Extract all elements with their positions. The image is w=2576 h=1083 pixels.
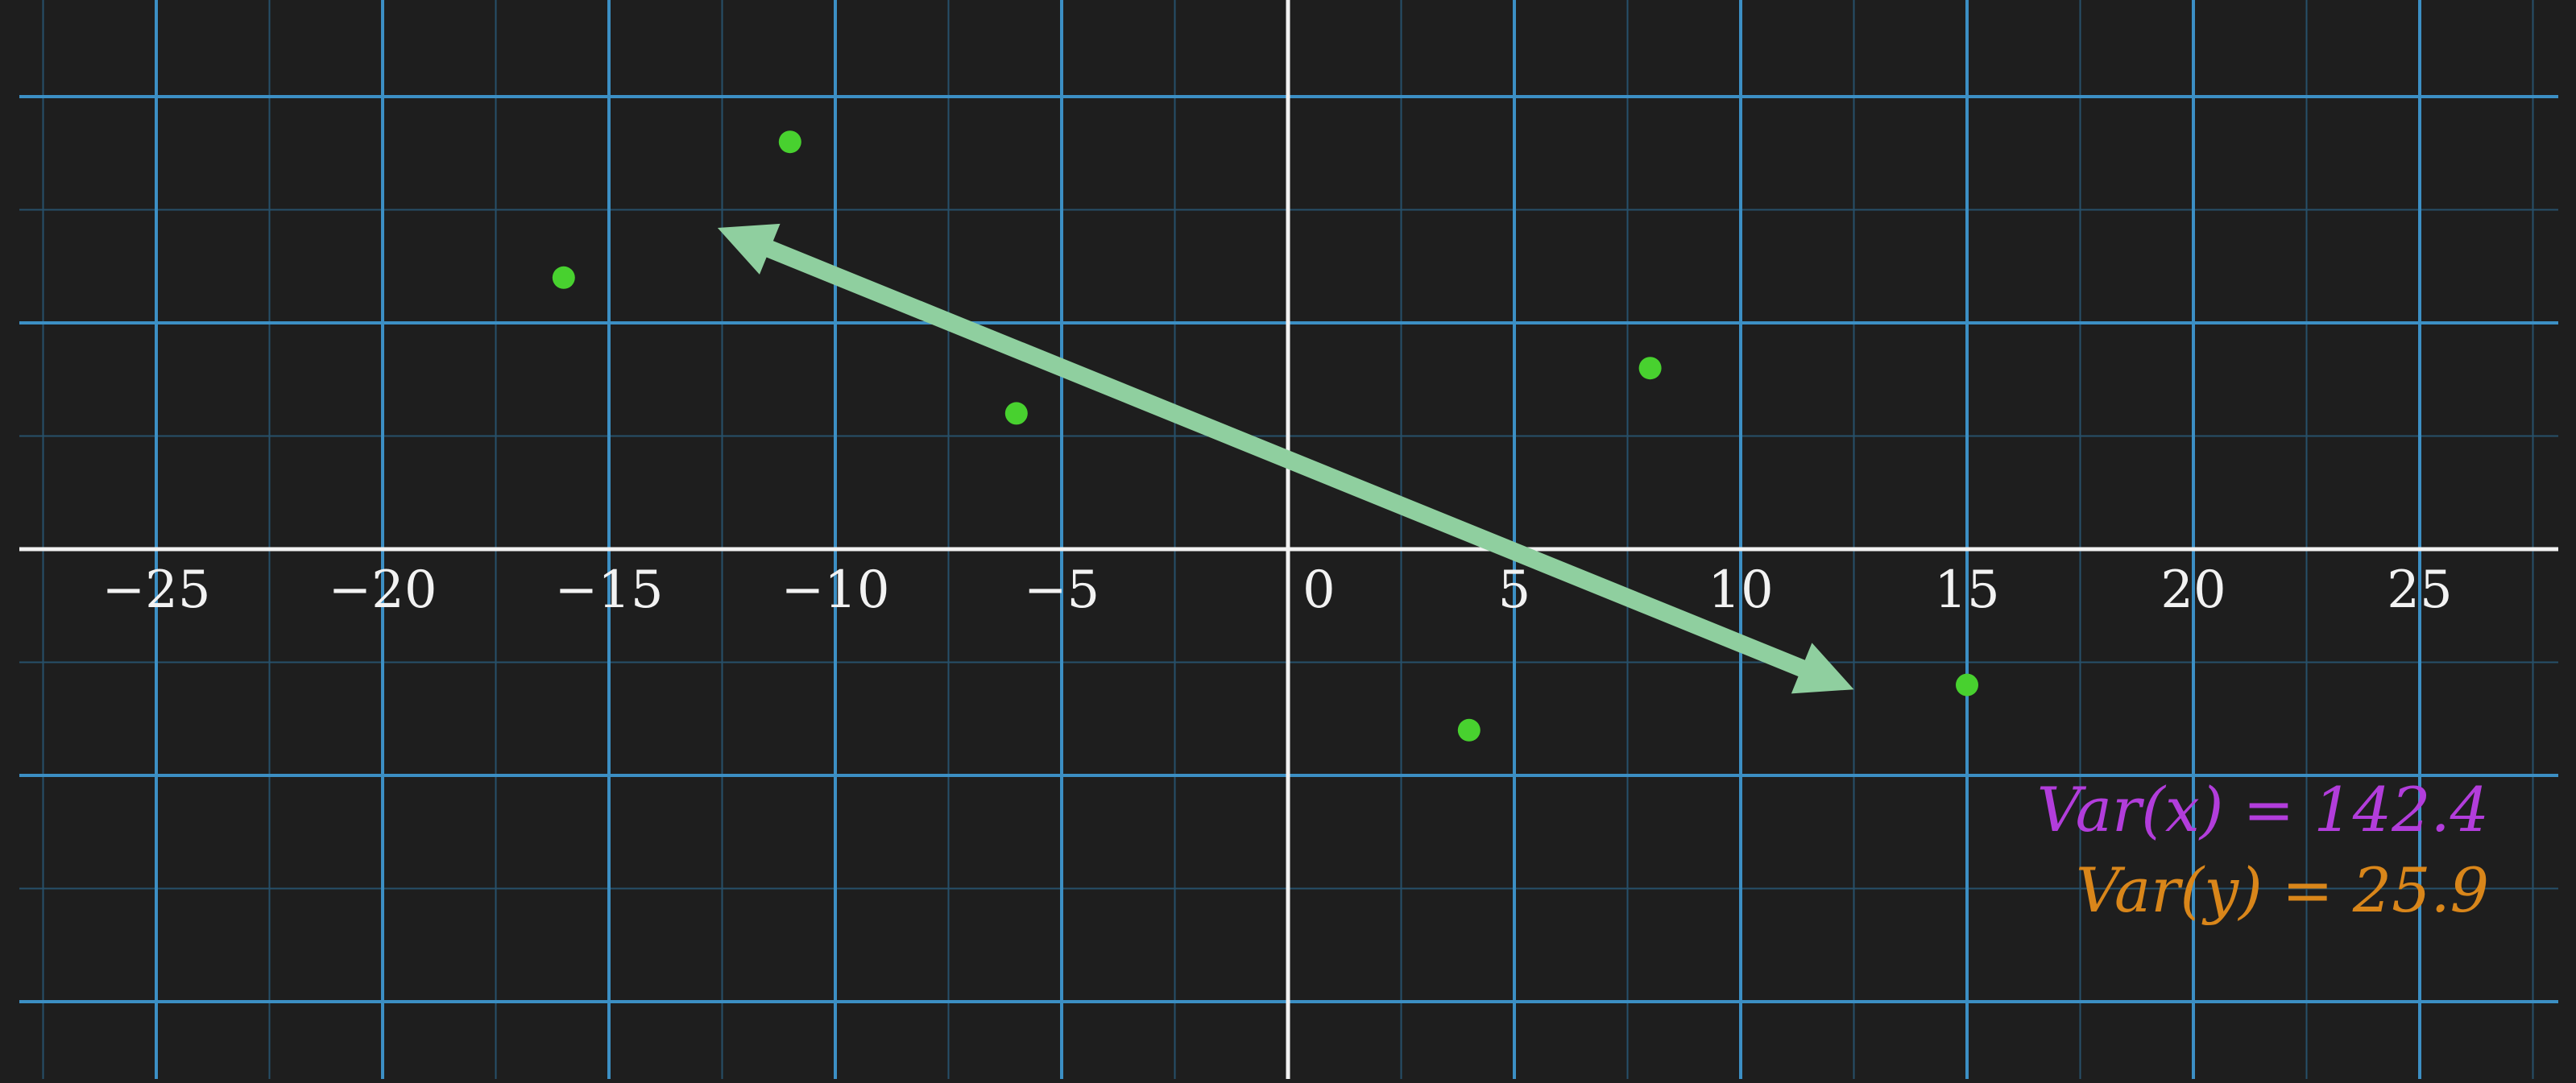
x-tick-label: −10 — [781, 560, 889, 620]
data-point — [778, 130, 801, 154]
arrow-head-end — [1791, 643, 1854, 694]
data-points — [552, 130, 1978, 742]
x-tick-label: −15 — [554, 560, 663, 620]
var-x-label: Var(x) = 142.4 — [2037, 774, 2489, 845]
data-point — [1638, 357, 1662, 380]
axes — [19, 0, 2558, 1079]
data-point — [1457, 718, 1481, 742]
x-tick-label: −5 — [1024, 560, 1100, 620]
x-tick-label: 25 — [2387, 560, 2452, 620]
arrow-head-start — [717, 223, 781, 275]
x-tick-label: 5 — [1498, 560, 1531, 620]
x-tick-label: 0 — [1302, 560, 1336, 620]
direction-arrow — [717, 223, 1854, 694]
data-point — [1004, 402, 1028, 425]
x-tick-label: 10 — [1708, 560, 1773, 620]
x-tick-labels: −25 −20 −15 −10 −5 0 5 10 15 20 25 — [101, 560, 2452, 620]
arrow-shaft — [756, 236, 1816, 681]
x-tick-label: −20 — [328, 560, 437, 620]
x-tick-label: −25 — [101, 560, 210, 620]
data-point — [552, 266, 575, 289]
var-y-label: Var(y) = 25.9 — [2076, 854, 2489, 926]
data-point — [1956, 673, 1978, 697]
x-tick-label: 20 — [2160, 560, 2226, 620]
x-tick-label: 15 — [1934, 560, 1999, 620]
